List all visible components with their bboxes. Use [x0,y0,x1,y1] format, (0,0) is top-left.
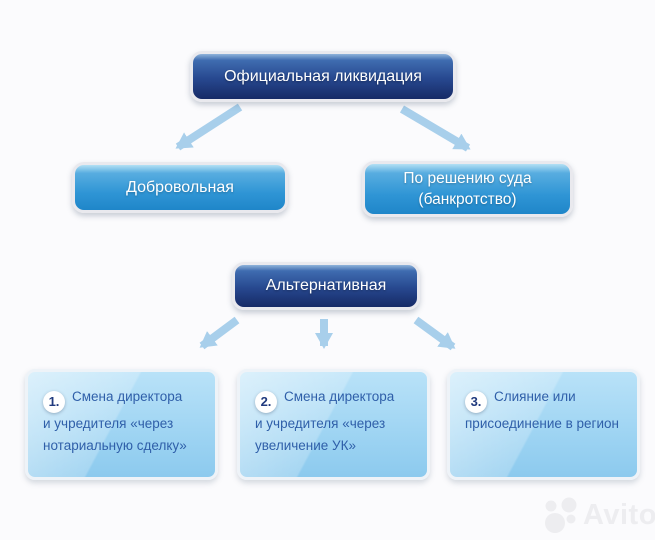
card-line: и учредителя «через [43,416,174,431]
alternative-box: Альтернативная [232,262,420,310]
voluntary-box: Добровольная [72,162,288,213]
card-number-badge: 2. [255,391,277,413]
card-merger-region: 3.Слияние или присоединение в регион [447,369,640,480]
card-line: и учредителя «через [255,416,386,431]
avito-watermark-text: Avito [583,499,655,531]
card-line: 3.Слияние или [465,386,627,413]
court-decision-box: По решению суда (банкротство) [362,161,573,217]
card-number-badge: 1. [43,391,65,413]
avito-watermark: Avito [541,494,655,536]
official-liquidation-label: Официальная ликвидация [224,67,422,85]
arrow-alt-to-card3-icon [413,316,456,351]
card-number-badge: 3. [465,391,487,413]
arrow-root-to-voluntary-icon [175,103,243,151]
card-line: увеличение УК» [255,438,356,453]
alternative-label: Альтернативная [265,277,387,294]
court-decision-label: По решению суда (банкротство) [403,170,532,208]
card-line: нотариальную сделку» [43,438,187,453]
voluntary-label: Добровольная [126,178,234,196]
arrow-root-to-court-icon [399,105,471,152]
avito-logo-icon [545,497,577,533]
card-director-change-capital: 2.Смена директора и учредителя «через ув… [237,369,430,480]
card-director-change-notary: 1.Смена директора и учредителя «через но… [25,369,218,480]
arrow-alt-to-card1-icon [199,316,240,350]
card-line: 2.Смена директора [255,386,417,413]
card-line: 1.Смена директора [43,386,205,413]
official-liquidation-box: Официальная ликвидация [190,51,456,102]
card-line: присоединение в регион [465,416,619,431]
